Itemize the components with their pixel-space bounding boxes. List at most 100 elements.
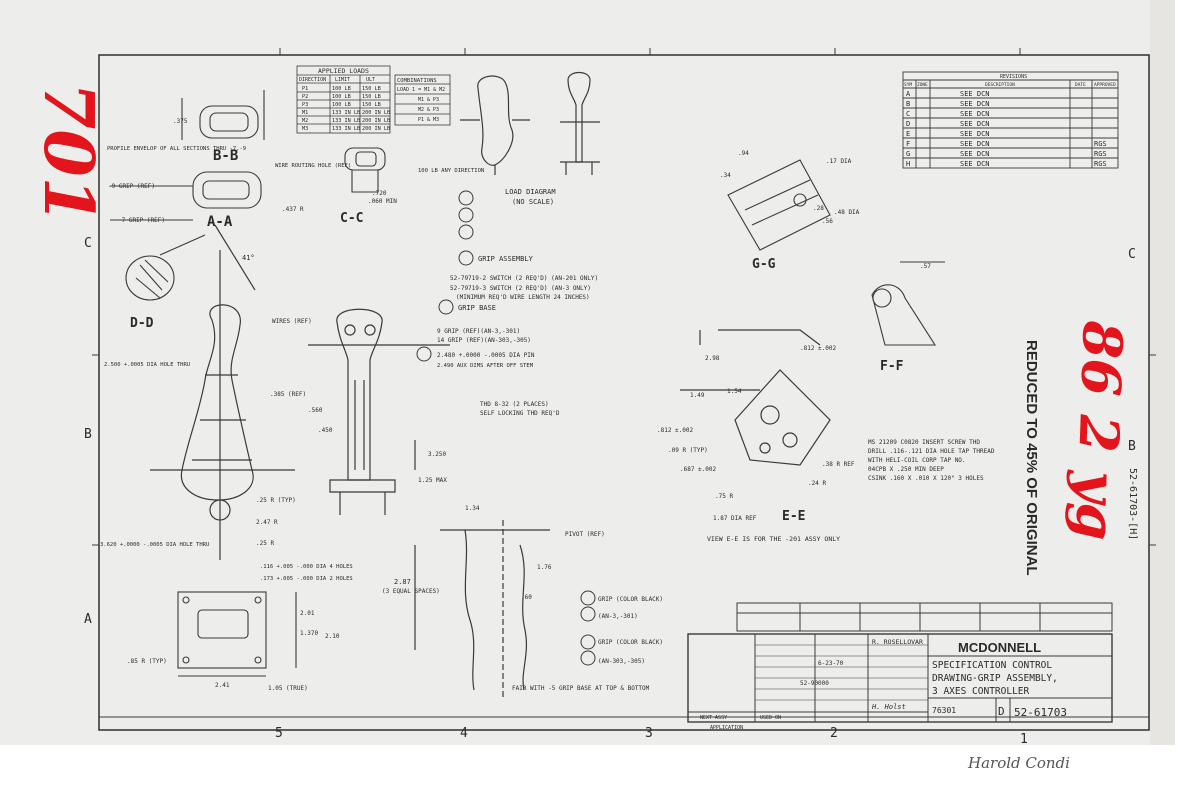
dim-25r2: .25 R — [256, 540, 274, 547]
section-views-ab — [110, 90, 265, 221]
pivot-note: PIVOT (REF) — [565, 531, 605, 538]
section-gg-label: G-G — [752, 257, 776, 272]
svg-text:100 LB: 100 LB — [332, 86, 351, 92]
revisions-block — [902, 71, 1119, 169]
svg-text:A: A — [906, 90, 911, 98]
svg-text:C: C — [906, 110, 910, 118]
svg-text:LOAD 1 = M1 & M2: LOAD 1 = M1 & M2 — [397, 87, 445, 93]
section-gg — [727, 159, 831, 251]
grip-assembly-view — [308, 308, 450, 515]
drawn-by: R. ROSELLOVAR — [872, 638, 923, 646]
dim-154: 1.54 — [727, 388, 742, 395]
dim-287: 2.87 — [394, 578, 411, 586]
svg-text:M3: M3 — [302, 126, 308, 132]
svg-text:P1: P1 — [302, 86, 308, 92]
dim-17: .17 DIA — [826, 158, 852, 165]
dim-116: .116 +.005 -.000 DIA 4 HOLES — [260, 564, 353, 570]
svg-text:F: F — [906, 140, 910, 148]
thd-note: THD 8-32 (2 PLACES) — [480, 401, 549, 408]
next-assy-label: NEXT ASSY — [700, 715, 727, 721]
title-line-3: 3 AXES CONTROLLER — [932, 686, 1030, 697]
reduced-stamp: REDUCED TO 45% OF ORIGINAL — [1023, 340, 1040, 576]
section-cc — [344, 147, 386, 193]
zone-row-c-right: C — [1128, 247, 1136, 262]
code-ident: 76301 — [932, 706, 956, 715]
dim-210: 2.10 — [325, 633, 340, 640]
grip-base-label: GRIP BASE — [458, 304, 496, 312]
svg-text:100 LB: 100 LB — [332, 94, 351, 100]
grip7-ref-note: -7 GRIP (REF) — [118, 217, 165, 224]
no-scale-label: (NO SCALE) — [512, 198, 554, 206]
dim-385: .385 (REF) — [270, 391, 306, 398]
svg-text:G: G — [906, 150, 910, 158]
grip-black-2: GRIP (COLOR BLACK) — [598, 639, 663, 646]
svg-text:150 LB: 150 LB — [362, 86, 381, 92]
load-diagram — [460, 71, 600, 175]
dim-134: 1.34 — [465, 505, 480, 512]
svg-text:P1 & M3: P1 & M3 — [418, 117, 439, 123]
size-letter: D — [998, 705, 1005, 718]
dim-812b: .812 ±.002 — [657, 427, 694, 434]
svg-text:M2: M2 — [302, 118, 308, 124]
grip-black-1b: (AN-3,-301) — [598, 613, 638, 620]
dim-48: .48 DIA — [834, 209, 860, 216]
dim-3250: 3.250 — [428, 451, 446, 458]
wires-ref-note: WIRES (REF) — [272, 318, 312, 325]
dim-241: 2.41 — [215, 682, 230, 689]
dim-812: .812 ±.002 — [800, 345, 837, 352]
svg-text:M1: M1 — [302, 110, 308, 116]
fair-with-note: FAIR WITH -5 GRIP BASE AT TOP & BOTTOM — [512, 685, 650, 692]
section-ff-label: F-F — [880, 359, 904, 374]
dim-56: .56 — [822, 218, 833, 225]
svg-text:SEE DCN: SEE DCN — [960, 140, 990, 148]
svg-text:200 IN LB: 200 IN LB — [362, 126, 390, 132]
pencil-signature: Harold Condi — [968, 754, 1070, 772]
dim-687: .687 ±.002 — [680, 466, 717, 473]
hole-2500-note: 2.500 +.0005 DIA HOLE THRU — [104, 362, 190, 368]
csink-note: CSINK .160 X .010 X 120° 3 HOLES — [868, 475, 984, 482]
section-cc-label: C-C — [340, 211, 363, 226]
svg-text:SYM: SYM — [904, 82, 912, 88]
grip-ref-2: 14 GRIP (REF)(AN-303,-305) — [437, 337, 531, 344]
svg-text:SEE DCN: SEE DCN — [960, 130, 990, 138]
view-ee-note: VIEW E-E IS FOR THE -201 ASSY ONLY — [707, 535, 840, 543]
svg-text:SEE DCN: SEE DCN — [960, 160, 990, 168]
svg-text:133 IN LB: 133 IN LB — [332, 110, 360, 116]
section-aa-label: A-A — [207, 214, 233, 230]
handwritten-side-note: 86 2 yg — [1063, 319, 1135, 542]
dim-176: 1.76 — [537, 564, 552, 571]
combinations-title: COMBINATIONS — [397, 78, 437, 84]
svg-text:ZONE: ZONE — [917, 82, 928, 88]
svg-text:200 IN LB: 200 IN LB — [362, 118, 390, 124]
equal-spaces-note: (3 EQUAL SPACES) — [382, 588, 440, 595]
grip-black-2b: (AN-303,-305) — [598, 658, 645, 665]
dim-24: .24 R — [808, 480, 826, 487]
dim-201: 2.01 — [300, 610, 315, 617]
dim-1370: 1.370 — [300, 630, 318, 637]
section-dd — [125, 234, 206, 301]
switch-note-2: 52-79719-3 SWITCH (2 REQ'D) (AN-3 ONLY) — [450, 285, 591, 292]
svg-text:H: H — [906, 160, 910, 168]
svg-text:RGS: RGS — [1094, 150, 1107, 158]
grip-profile-view — [414, 520, 550, 700]
deep-note: 04CPB X .250 MIN DEEP — [868, 466, 944, 473]
section-bb-label: B-B — [213, 148, 238, 164]
paper — [0, 0, 1175, 745]
profile-note: PROFILE ENVELOP OF ALL SECTIONS THRU -7,… — [107, 146, 246, 152]
svg-text:SEE DCN: SEE DCN — [960, 120, 990, 128]
zone-row-a: A — [84, 612, 92, 627]
dim-34: .34 — [720, 172, 731, 179]
zone-col-2: 2 — [830, 726, 838, 741]
dim-28: .28 — [813, 205, 824, 212]
svg-text:100 LB: 100 LB — [332, 102, 351, 108]
revisions-title: REVISIONS — [1000, 74, 1027, 80]
grip-side-view — [150, 224, 295, 560]
svg-text:M1 & P3: M1 & P3 — [418, 97, 439, 103]
hole-3620-note: 3.620 +.0000 -.0005 DIA HOLE THRU — [100, 542, 209, 548]
svg-text:RGS: RGS — [1094, 160, 1107, 168]
zone-row-c: C — [84, 236, 92, 251]
load-diagram-label: LOAD DIAGRAM — [505, 188, 556, 196]
dim-25r: .25 R (TYP) — [256, 497, 296, 504]
